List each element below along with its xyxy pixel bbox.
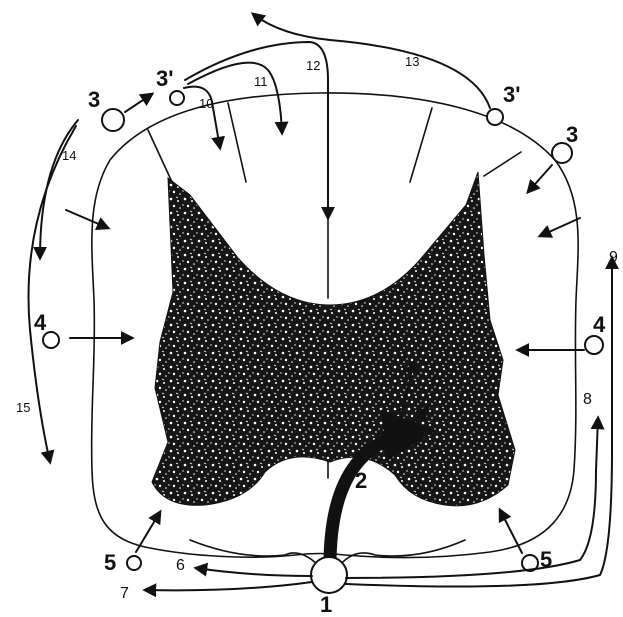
dorsal-septum-right	[410, 108, 432, 182]
label-15: 15	[16, 400, 30, 415]
label-1: 1	[320, 592, 332, 617]
label-4-right: 4	[593, 312, 606, 337]
arrow-5-left	[136, 512, 160, 552]
arrow-3-right	[528, 165, 552, 192]
label-13: 13	[405, 54, 419, 69]
label-3prime-left: 3'	[156, 66, 173, 91]
dorsal-septum-left	[228, 103, 246, 182]
label-6: 6	[176, 557, 185, 574]
label-12: 12	[306, 58, 320, 73]
dorsal-horn-tip-left	[148, 130, 172, 182]
label-3-left: 3	[88, 87, 100, 112]
pathway-6-arrow	[196, 568, 312, 576]
arrow-into-right-white-matter	[540, 218, 580, 236]
dorsal-horn-tip-right	[484, 152, 521, 176]
grey-matter	[152, 172, 515, 506]
pathway-15-arrow	[28, 126, 76, 462]
node-3prime-right	[487, 109, 503, 125]
node-3-left	[102, 109, 124, 131]
node-5-left	[127, 556, 141, 570]
label-4-left: 4	[34, 310, 47, 335]
ventral-root-right	[340, 540, 465, 565]
arrow-into-left-white-matter	[66, 210, 108, 228]
node-3prime-left	[170, 91, 184, 105]
label-3-right: 3	[566, 122, 578, 147]
label-14: 14	[62, 148, 76, 163]
label-3prime-right: 3'	[503, 82, 520, 107]
label-8: 8	[583, 391, 592, 408]
label-5-right: 5	[540, 547, 552, 572]
label-7: 7	[120, 585, 129, 602]
label-9: 9	[609, 249, 618, 266]
ventral-root-left	[190, 540, 318, 565]
arrow-3-to-3prime	[125, 94, 152, 112]
arrow-5-right	[500, 510, 522, 553]
pathway-7-arrow	[145, 582, 312, 590]
label-10: 10	[199, 96, 213, 111]
label-2: 2	[355, 468, 367, 493]
central-node-1	[311, 557, 347, 593]
label-11: 11	[254, 74, 268, 89]
node-4-right	[585, 336, 603, 354]
label-5-left: 5	[104, 550, 116, 575]
